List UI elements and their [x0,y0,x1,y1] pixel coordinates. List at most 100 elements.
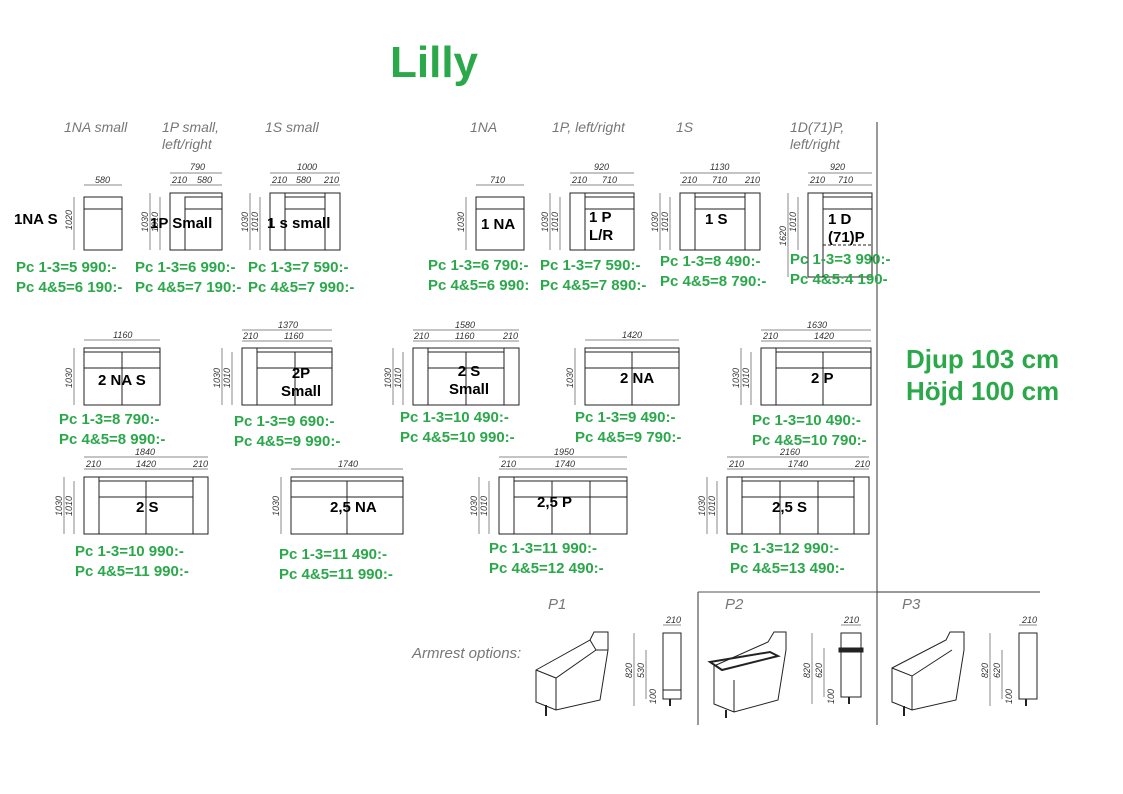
drawing-1p [549,172,635,251]
price-1d71p: Pc 1-3=3 990:-Pc 4&5:4 190- [790,251,891,288]
dim-text: 1160 [284,331,303,341]
drawing-2s [63,456,209,535]
dim-text: 1030 [697,496,707,516]
drawing-1s [659,172,761,251]
price-2na: Pc 1-3=9 490:-Pc 4&5=9 790:- [575,409,682,446]
price-2na-small: Pc 1-3=8 790:-Pc 4&5=8 990:- [59,411,166,448]
label-1p: 1P, left/right [552,119,625,135]
dim-text: 1580 [455,320,475,330]
module-code-25na: 2,5 NA [330,499,377,516]
dim-text: 1030 [650,212,660,232]
dim-text: 1420 [136,459,156,469]
drawing-1na-small [73,184,123,251]
label-1p-small: 1P small, left/right [162,119,220,152]
dim-text: 920 [830,162,845,172]
drawing-1na [465,184,525,251]
module-code-1s: 1 S [705,211,728,228]
drawing-2s-small [392,329,520,406]
dim-text: 210 [1021,615,1037,625]
module-code-2p-small: 2P Small [281,365,322,400]
dim-text: 1130 [710,162,729,172]
dim-text: 710 [602,175,617,185]
dim-text: 530 [636,663,646,678]
label-1na: 1NA [470,119,498,135]
dim-text: 1030 [64,368,74,388]
drawing-1d71p [787,172,873,278]
dim-text: 1030 [383,368,393,388]
dim-text: 820 [624,663,634,678]
dim-text: 790 [190,162,205,172]
dim-text: 710 [838,175,853,185]
price-25p: Pc 1-3=11 990:-Pc 4&5=12 490:- [489,540,604,577]
dim-text: 1030 [240,212,250,232]
dim-text: 210 [762,331,778,341]
label-1na-small: 1NA small [64,119,128,135]
dim-text: 210 [323,175,339,185]
price-25s: Pc 1-3=12 990:-Pc 4&5=13 490:- [730,540,845,577]
dim-text: 210 [854,459,870,469]
dim-text: 210 [271,175,287,185]
dim-text: 1840 [135,447,155,457]
drawing-2p-small [221,329,333,406]
dim-text: 1000 [297,162,317,172]
price-2p: Pc 1-3=10 490:-Pc 4&5=10 790:- [752,412,867,449]
dim-text: 210 [571,175,587,185]
height-text: Höjd 100 cm [906,376,1060,406]
dim-text: 1010 [788,212,798,232]
dim-text: 1740 [338,459,358,469]
page-title: Lilly [390,38,479,87]
dim-text: 1160 [113,330,132,340]
dim-text: 1420 [814,331,834,341]
dim-text: 2160 [779,447,800,457]
drawing-25na [280,468,404,535]
armrest-p1-drawing [535,624,682,716]
price-1na-small: Pc 1-3=5 990:-Pc 4&5=6 190:- [16,259,123,296]
module-code-2na: 2 NA [620,370,655,387]
dim-text: 1010 [250,212,260,232]
module-code-2na-small: 2 NA S [98,372,146,389]
module-code-25s: 2,5 S [772,499,808,516]
price-1s: Pc 1-3=8 490:-Pc 4&5=8 790:- [660,253,767,290]
label-1d71p: 1D(71)P, left/right [790,119,845,152]
dim-text: 1030 [456,212,466,232]
price-2s: Pc 1-3=10 990:-Pc 4&5=11 990:- [75,543,189,580]
price-25na: Pc 1-3=11 490:-Pc 4&5=11 990:- [279,546,393,583]
dim-text: 100 [826,689,836,704]
dim-text: 1030 [731,368,741,388]
price-2s-small: Pc 1-3=10 490:-Pc 4&5=10 990:- [400,409,515,446]
dim-text: 210 [413,331,429,341]
dim-text: 1740 [788,459,808,469]
module-code-1p-small: 1P Small [150,215,213,232]
drawing-1s-small [249,172,341,251]
label-1s: 1S [676,119,694,135]
dim-text: 1010 [393,368,403,388]
dimensions-block: Djup 103 cm Höjd 100 cm [906,343,1059,407]
dim-text: 1030 [54,496,64,516]
dim-text: 1030 [469,496,479,516]
dim-text: 1160 [455,331,474,341]
module-code-2p: 2 P [811,370,834,387]
module-code-1s-small: 1 s small [267,215,331,232]
dim-text: 210 [242,331,258,341]
dim-text: 580 [296,175,311,185]
dim-text: 620 [814,663,824,678]
dim-text: 1740 [555,459,575,469]
dim-text: 1030 [140,212,150,232]
armrest-p3-label: P3 [902,596,921,613]
dim-text: 1010 [150,212,160,232]
armrest-p2-label: P2 [725,596,744,613]
label-1s-small: 1S small [265,119,319,135]
drawing-25s [706,456,870,535]
dim-text: 1010 [707,496,717,516]
price-1p-small: Pc 1-3=6 990:-Pc 4&5=7 190:- [135,259,242,296]
dim-text: 580 [95,175,110,185]
price-1p: Pc 1-3=7 590:-Pc 4&5=7 890:- [540,257,647,294]
dim-text: 820 [802,663,812,678]
dim-text: 210 [809,175,825,185]
dim-text: 580 [197,175,212,185]
price-1s-small: Pc 1-3=7 590:-Pc 4&5=7 990:- [248,259,355,296]
armrest-p2-drawing [707,624,864,718]
module-code-2s: 2 S [136,499,159,516]
dim-text: 1030 [212,368,222,388]
